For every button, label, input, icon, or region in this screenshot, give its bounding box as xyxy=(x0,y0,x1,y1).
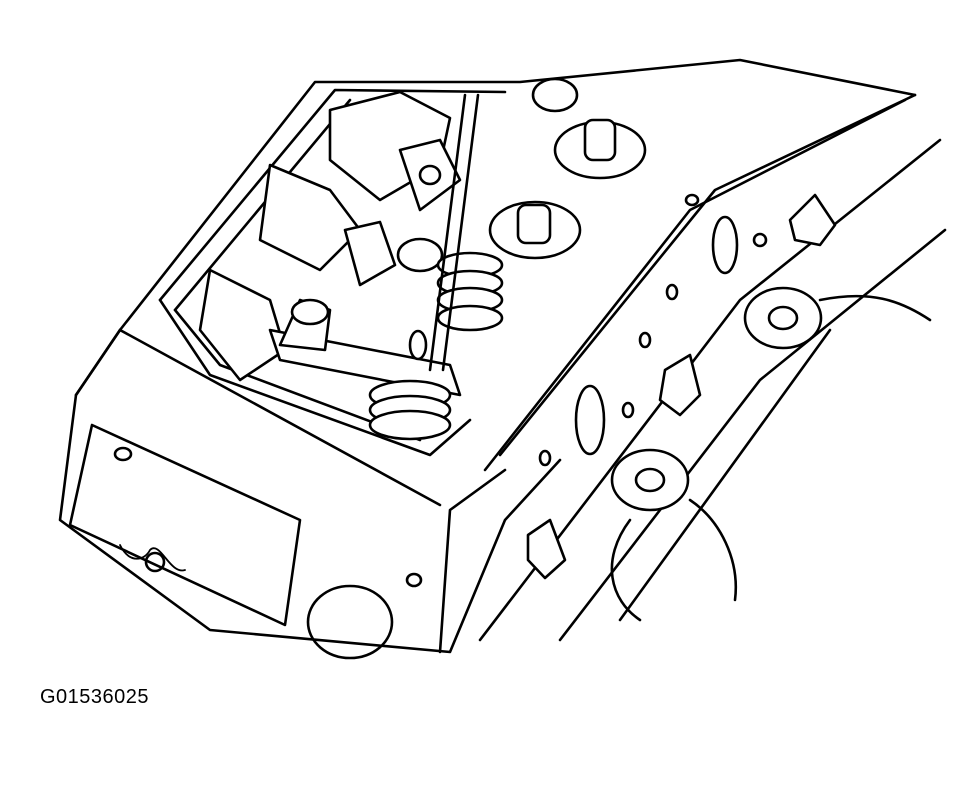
gasket-ports xyxy=(538,193,768,467)
valve-springs xyxy=(368,251,504,441)
side-face-panel xyxy=(68,423,423,660)
manifold-bosses xyxy=(526,193,932,622)
head-bolts xyxy=(488,77,647,260)
cylinder-head-block xyxy=(58,58,947,654)
push-rod xyxy=(428,93,480,372)
figure-id-label: G01536025 xyxy=(40,686,150,708)
rocker-well-rim xyxy=(158,88,507,457)
rocker-arm-assembly xyxy=(198,90,462,397)
